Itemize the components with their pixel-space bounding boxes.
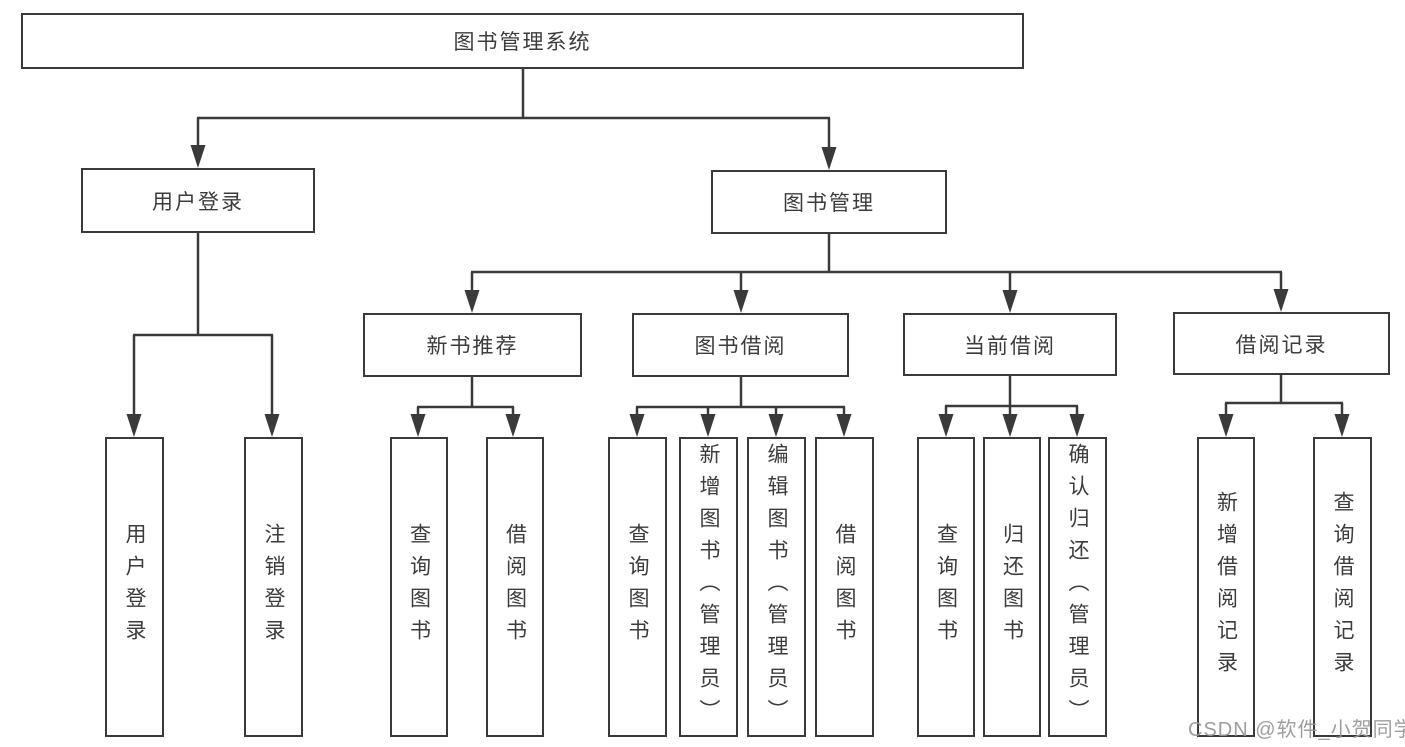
leaf-borrow-books-recommend: 借阅图书 <box>486 437 544 737</box>
arrowhead <box>629 414 645 437</box>
node-label: 查询图书 <box>407 523 431 651</box>
node-new-book-recommend: 新书推荐 <box>363 313 582 377</box>
node-label: 查询图书 <box>934 523 958 651</box>
arrowhead <box>700 414 716 437</box>
leaf-logout: 注销登录 <box>244 437 303 737</box>
node-label: 查询图书 <box>626 523 649 651</box>
node-label: 编辑图书（管理员） <box>765 443 788 731</box>
arrowhead <box>938 414 954 437</box>
arrowhead <box>821 147 837 170</box>
arrowhead <box>1002 290 1018 313</box>
node-book-management: 图书管理 <box>711 170 947 234</box>
leaf-query-borrow-record: 查询借阅记录 <box>1313 437 1372 737</box>
node-current-borrowing: 当前借阅 <box>903 313 1117 376</box>
node-label: 图书管理系统 <box>453 31 592 54</box>
connector-book-mgmt-to-level3 <box>470 234 1283 293</box>
arrowhead <box>1273 289 1289 312</box>
arrowhead <box>190 145 206 168</box>
arrowhead <box>505 414 521 437</box>
node-label: 当前借阅 <box>964 334 1056 358</box>
node-root-library-system: 图书管理系统 <box>21 13 1024 69</box>
leaf-add-borrow-record: 新增借阅记录 <box>1197 437 1255 737</box>
leaf-confirm-return-admin: 确认归还（管理员） <box>1048 437 1107 737</box>
node-label: 图书管理 <box>783 192 875 215</box>
connector-records-to-children <box>1224 375 1344 416</box>
node-label: 注销登录 <box>262 523 285 651</box>
arrowhead <box>410 414 426 437</box>
node-label: 借阅记录 <box>1235 333 1328 357</box>
arrowhead <box>836 414 852 437</box>
arrowhead <box>264 414 280 437</box>
node-book-borrowing: 图书借阅 <box>632 313 849 377</box>
arrowhead <box>733 290 749 313</box>
leaf-query-books-recommend: 查询图书 <box>390 437 448 737</box>
arrowhead <box>1069 414 1085 437</box>
leaf-user-login: 用户登录 <box>105 437 164 737</box>
leaf-query-books-current: 查询图书 <box>917 437 975 737</box>
node-user-login: 用户登录 <box>81 168 315 233</box>
connector-current-to-children <box>944 376 1079 416</box>
arrowhead <box>126 414 142 437</box>
leaf-query-books-borrowing: 查询图书 <box>608 437 667 737</box>
connector-borrowing-to-children <box>635 377 846 416</box>
connector-user-login-to-children <box>132 233 274 416</box>
node-label: 用户登录 <box>152 190 244 214</box>
leaf-return-books: 归还图书 <box>983 437 1041 737</box>
node-label: 新书推荐 <box>426 335 519 358</box>
leaf-edit-book-admin: 编辑图书（管理员） <box>747 437 806 737</box>
node-label: 归还图书 <box>1000 523 1024 651</box>
arrowhead <box>768 414 784 437</box>
leaf-add-book-admin: 新增图书（管理员） <box>679 437 738 737</box>
connector-new-book-to-children <box>416 377 515 416</box>
arrowhead <box>1002 414 1018 437</box>
arrowhead <box>1334 414 1350 437</box>
leaf-borrow-books: 借阅图书 <box>815 437 874 737</box>
node-label: 查询借阅记录 <box>1331 491 1354 683</box>
node-label: 借阅图书 <box>503 523 527 651</box>
node-label: 图书借阅 <box>694 335 787 358</box>
node-borrowing-records: 借阅记录 <box>1173 312 1390 375</box>
connector-root-to-level2 <box>196 69 831 149</box>
node-label: 用户登录 <box>123 523 146 651</box>
watermark: CSDN @软件_小贺同学 <box>1188 719 1405 741</box>
arrowheads <box>126 145 1350 437</box>
arrowhead <box>1218 414 1234 437</box>
node-label: 新增借阅记录 <box>1214 491 1238 683</box>
node-label: 新增图书（管理员） <box>697 443 720 731</box>
node-label: 确认归还（管理员） <box>1066 443 1089 731</box>
node-label: 借阅图书 <box>833 523 856 651</box>
arrowhead <box>464 290 480 313</box>
